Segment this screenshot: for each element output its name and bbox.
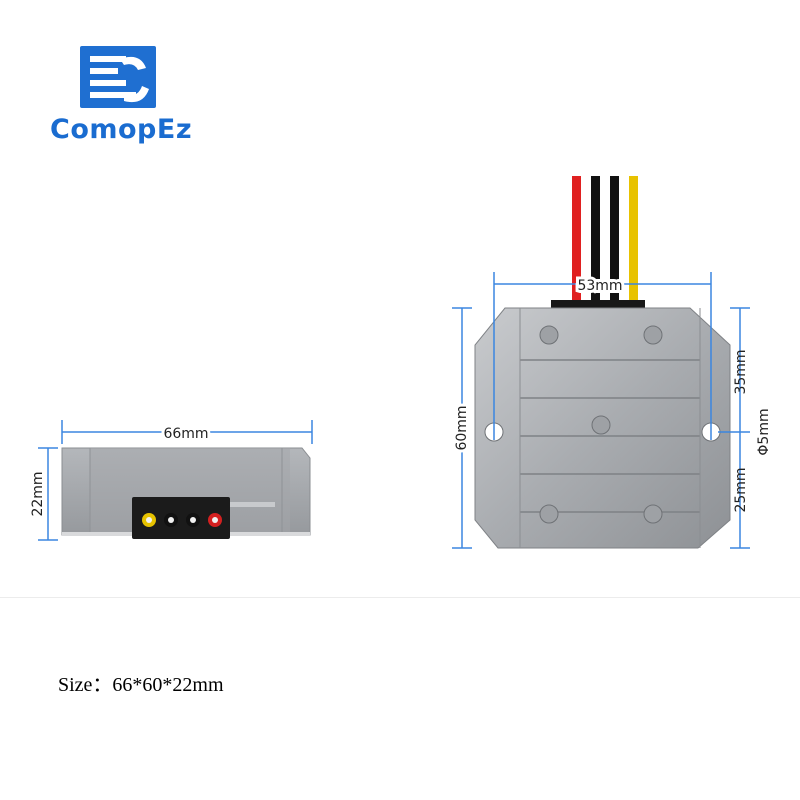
divider — [0, 597, 800, 598]
top-view — [474, 176, 731, 549]
wire-core-4 — [212, 517, 218, 523]
brand-name: ComopEz — [50, 114, 193, 145]
top-offset-label: 35mm — [733, 349, 749, 394]
bottom-offset-label: 25mm — [733, 467, 749, 512]
dimension-lines — [38, 272, 750, 549]
wire-3 — [610, 176, 619, 302]
wire-core-1 — [146, 517, 152, 523]
size-caption: Size：66*60*22mm — [58, 674, 224, 696]
connector-block — [132, 497, 230, 539]
wire-1 — [572, 176, 581, 302]
wire-2 — [591, 176, 600, 302]
top-height-label: 60mm — [454, 405, 470, 450]
side-view — [61, 447, 311, 539]
wire-4 — [629, 176, 638, 302]
side-width-label: 66mm — [163, 426, 208, 442]
side-height-label: 22mm — [30, 471, 46, 516]
brand-logo-icon — [80, 46, 156, 108]
wire-core-2 — [168, 517, 174, 523]
wire-core-3 — [190, 517, 196, 523]
hole-diameter-label: Φ5mm — [756, 408, 772, 455]
top-width-label: 53mm — [577, 278, 622, 294]
